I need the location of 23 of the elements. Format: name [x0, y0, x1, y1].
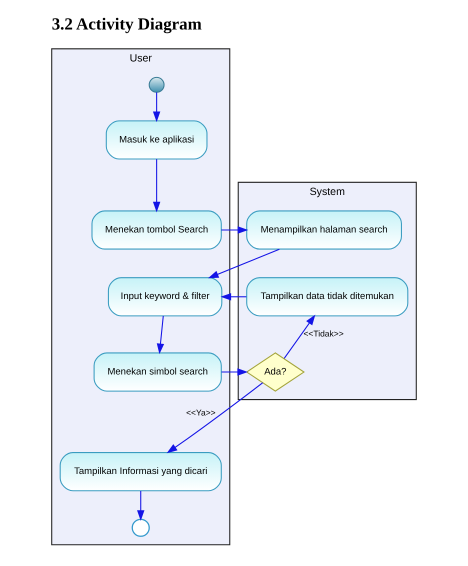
node-box: Tampilkan Informasi yang dicari	[60, 452, 222, 492]
arrow	[166, 382, 263, 454]
edge-label: <<Tidak>>	[303, 328, 344, 338]
node-box: Masuk ke aplikasi	[106, 120, 208, 160]
node-box: Menekan simbol search	[94, 352, 222, 392]
arrow	[208, 248, 280, 278]
arrow	[284, 314, 316, 359]
arrow	[152, 159, 160, 212]
node-circle	[132, 518, 150, 537]
node-box: Menekan tombol Search	[91, 210, 222, 250]
arrow	[152, 92, 160, 122]
arrow	[156, 316, 164, 354]
node-box: Menampilkan halaman search	[246, 210, 402, 250]
node-diamond: Ada?	[246, 352, 305, 392]
edge-label: <<Ya>>	[186, 407, 216, 418]
node-circle	[148, 76, 165, 93]
diagram-title: 3.2 Activity Diagram	[52, 14, 202, 34]
arrow	[137, 491, 144, 521]
arrow	[221, 226, 248, 234]
node-box: Input keyword & filter	[108, 277, 222, 316]
arrow	[222, 368, 248, 376]
arrow	[220, 293, 246, 300]
node-box: Tampilkan data tidak ditemukan	[246, 277, 408, 316]
